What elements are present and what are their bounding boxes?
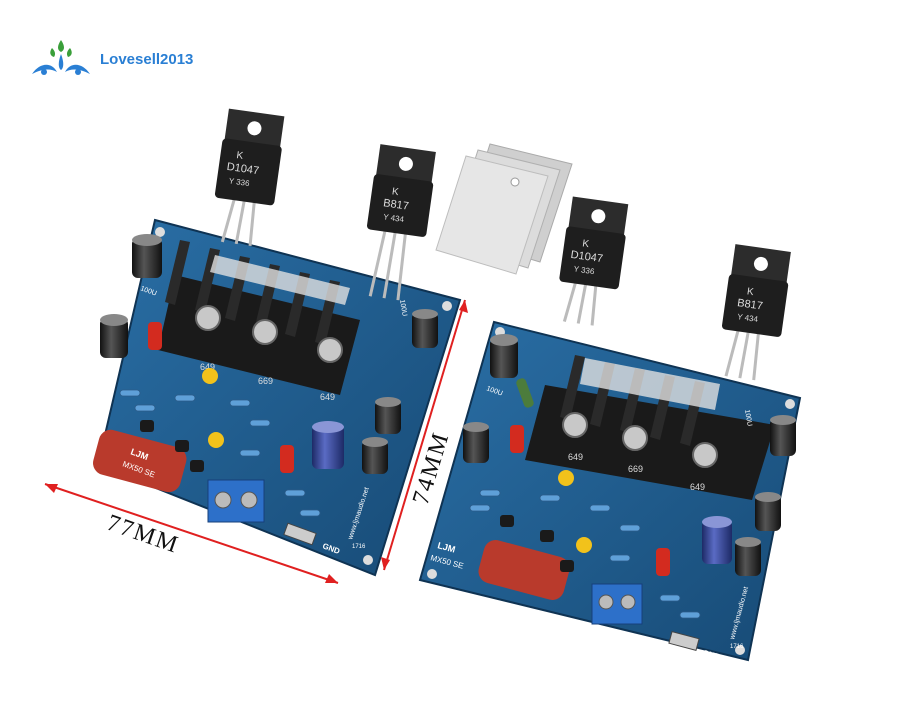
capacitor bbox=[132, 238, 162, 278]
capacitor bbox=[312, 425, 344, 469]
capacitor bbox=[755, 495, 781, 531]
capacitor bbox=[510, 425, 524, 453]
code-text: 649 bbox=[200, 362, 215, 372]
width-dimension bbox=[44, 483, 339, 584]
brand-mark: K bbox=[746, 286, 754, 298]
board-left: 649 669 649 100U 100U bbox=[93, 218, 462, 577]
transistor-4: K B817 Y 434 bbox=[722, 244, 791, 381]
transistor-1: K D1047 Y 336 bbox=[214, 108, 285, 246]
maker-label: LJM bbox=[436, 540, 456, 554]
transistor-2: K B817 Y 434 bbox=[367, 144, 436, 301]
date-code: Y 336 bbox=[228, 176, 250, 188]
thermal-pads bbox=[435, 143, 573, 275]
screw-icon bbox=[622, 425, 648, 451]
resistors bbox=[469, 489, 701, 619]
small-transistors bbox=[140, 420, 204, 472]
screw-icon bbox=[562, 412, 588, 438]
date-code: Y 336 bbox=[573, 264, 595, 276]
brand-mark: K bbox=[236, 150, 244, 162]
part-number: D1047 bbox=[570, 249, 604, 265]
capacitor bbox=[735, 540, 761, 576]
capacitor bbox=[362, 440, 388, 474]
capacitor bbox=[490, 338, 518, 378]
capacitor bbox=[770, 418, 796, 456]
capacitor bbox=[148, 322, 162, 350]
code-text: 649 bbox=[568, 452, 583, 462]
film-capacitor bbox=[478, 540, 570, 600]
film-capacitor bbox=[93, 429, 187, 493]
code-text: 669 bbox=[628, 464, 643, 474]
capacitor bbox=[280, 445, 294, 473]
heatsink-right bbox=[525, 355, 775, 500]
cap-label: 100U bbox=[743, 409, 753, 427]
part-number: D1047 bbox=[226, 161, 260, 177]
brand-name: Lovesell2013 bbox=[100, 50, 194, 68]
cap-label: 100U bbox=[398, 299, 408, 317]
small-transistors bbox=[500, 515, 574, 572]
brand-logo: Lovesell2013 bbox=[30, 38, 193, 80]
capacitor bbox=[375, 400, 401, 434]
board-right: 649 669 649 100U 100U bbox=[418, 320, 802, 662]
capacitor bbox=[100, 318, 128, 358]
date-code: Y 434 bbox=[383, 212, 405, 224]
resistors bbox=[119, 389, 321, 517]
height-dimension bbox=[381, 299, 468, 571]
screw-icon bbox=[195, 305, 221, 331]
water-drop-logo-icon bbox=[32, 40, 90, 75]
capacitor bbox=[702, 520, 732, 564]
part-number: B817 bbox=[382, 197, 409, 212]
part-number: B817 bbox=[736, 297, 763, 312]
code-label: 1716 bbox=[352, 544, 366, 550]
screw-icon bbox=[317, 337, 343, 363]
date-code: Y 434 bbox=[737, 312, 759, 324]
screw-icon bbox=[252, 319, 278, 345]
brand-mark: K bbox=[582, 238, 590, 250]
code-text: 669 bbox=[258, 376, 273, 386]
code-label: 1716 bbox=[730, 644, 744, 650]
screw-icon bbox=[692, 442, 718, 468]
capacitor bbox=[656, 548, 670, 576]
code-text: 649 bbox=[320, 392, 335, 402]
transistor-3: K D1047 Y 336 bbox=[559, 196, 629, 326]
capacitor bbox=[463, 425, 489, 463]
code-text: 649 bbox=[690, 482, 705, 492]
capacitor bbox=[412, 312, 438, 348]
brand-mark: K bbox=[391, 186, 399, 198]
